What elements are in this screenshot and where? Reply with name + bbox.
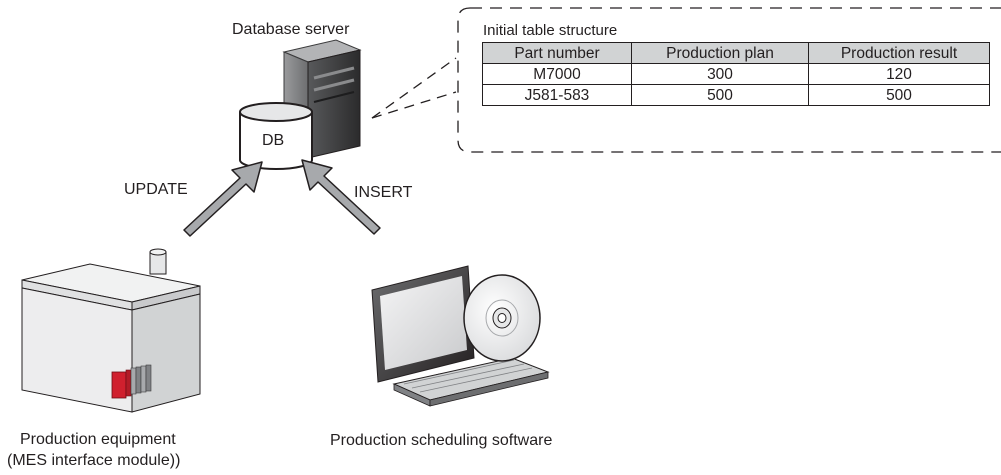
table-title: Initial table structure <box>483 22 618 39</box>
production-equipment-icon <box>21 248 201 413</box>
table-row: J581-583 500 500 <box>482 84 990 106</box>
update-arrow <box>183 161 263 237</box>
table-row: M7000 300 120 <box>482 63 990 85</box>
header-production-plan: Production plan <box>631 42 809 64</box>
cell-production-plan: 500 <box>631 84 809 106</box>
update-label: UPDATE <box>124 181 188 198</box>
header-production-result: Production result <box>808 42 990 64</box>
initial-table: Part number Production plan Production r… <box>482 42 990 106</box>
cd-disc-icon <box>463 274 541 362</box>
insert-label: INSERT <box>354 184 413 201</box>
table-panel: Initial table structure Part number Prod… <box>482 22 990 106</box>
equipment-label-line2: (MES interface module)) <box>7 452 181 469</box>
cell-production-result: 500 <box>808 84 990 106</box>
insert-arrow <box>301 159 381 235</box>
db-label: DB <box>262 132 285 149</box>
keyboard-icon <box>392 357 550 407</box>
cell-production-plan: 300 <box>631 63 809 85</box>
table-header-row: Part number Production plan Production r… <box>482 42 990 64</box>
equipment-label-line1: Production equipment <box>20 431 176 448</box>
header-part-number: Part number <box>482 42 632 64</box>
plc-module-icon <box>111 364 152 399</box>
server-label: Database server <box>232 21 350 38</box>
callout-box <box>457 7 1001 153</box>
scheduler-label: Production scheduling software <box>330 432 553 449</box>
callout-pointer <box>371 57 457 119</box>
cell-part-number: J581-583 <box>482 84 632 106</box>
cell-production-result: 120 <box>808 63 990 85</box>
database-cylinder-icon <box>239 102 313 170</box>
cell-part-number: M7000 <box>482 63 632 85</box>
